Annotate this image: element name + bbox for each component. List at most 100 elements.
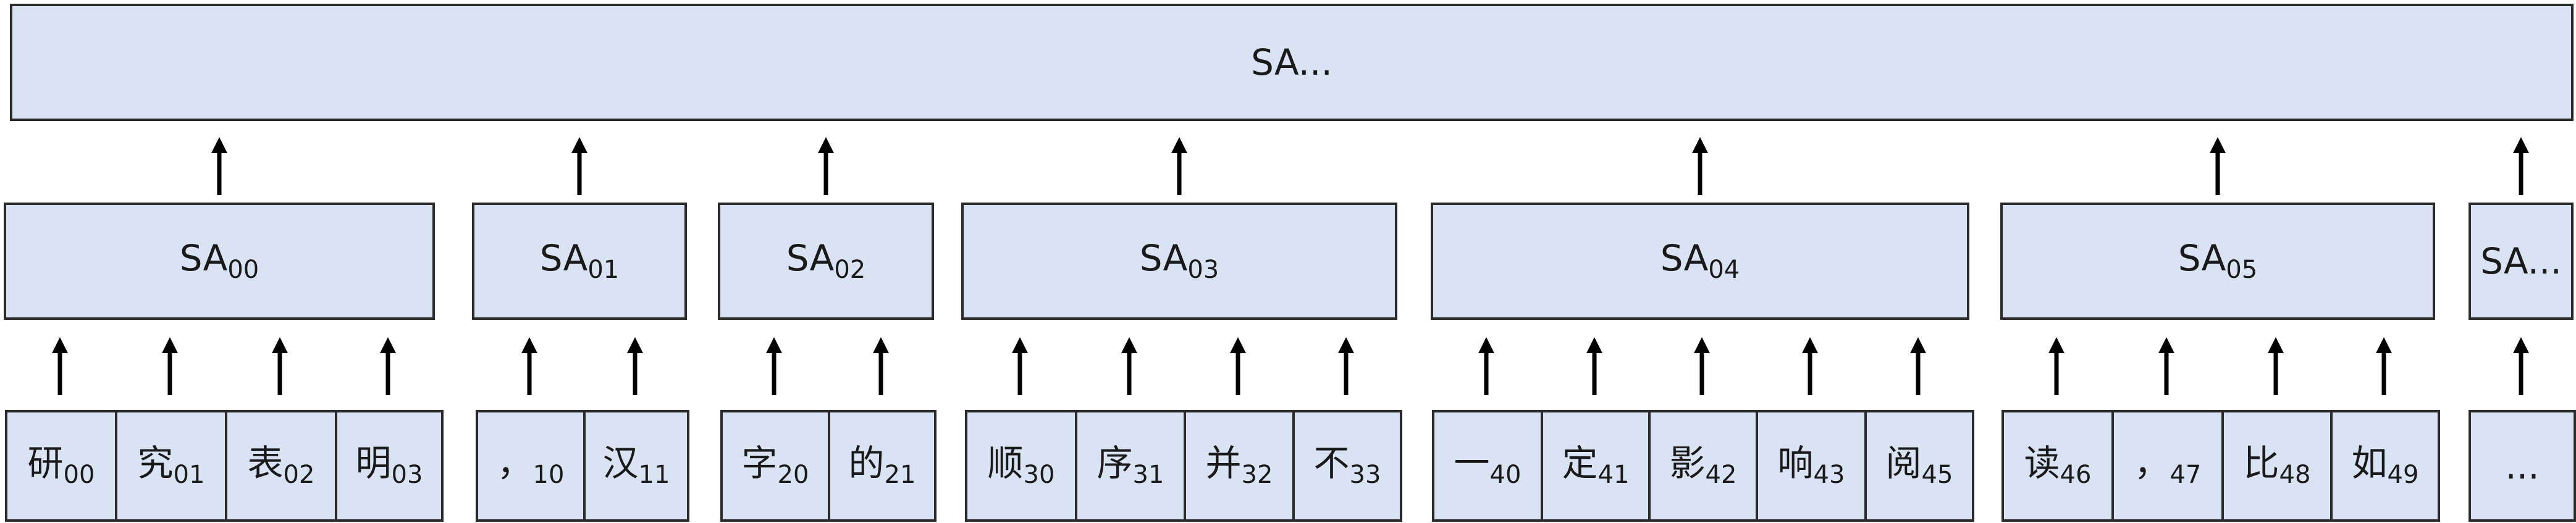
token-cell: 字20	[720, 410, 830, 522]
sa-label-subscript: 04	[1708, 256, 1740, 284]
sa-label-subscript: 00	[227, 256, 259, 284]
token-label: 影42	[1670, 445, 1737, 487]
token-index: 49	[2387, 460, 2419, 489]
sa-label-subscript: 03	[1187, 256, 1219, 284]
sa-label-subscript: 02	[834, 256, 866, 284]
top-sa-box: SA...	[10, 4, 2574, 121]
arrow-up-to-sa	[2154, 337, 2179, 395]
token-index: 31	[1132, 460, 1164, 489]
token-index: 03	[391, 460, 423, 489]
token-label: 响43	[1778, 445, 1845, 487]
sa-label: SA04	[1661, 240, 1740, 282]
token-char: 并	[1205, 441, 1242, 484]
token-char: 明	[355, 441, 392, 484]
token-cell: 并32	[1184, 410, 1295, 522]
token-cell: 不33	[1292, 410, 1402, 522]
arrow-up-to-sa	[1334, 337, 1358, 395]
token-cell: 响43	[1756, 410, 1867, 522]
token-index: 43	[1813, 460, 1845, 489]
arrow-up-to-top	[567, 137, 592, 195]
token-cell: 表02	[225, 410, 337, 522]
sa-box-05: SA05	[2000, 203, 2435, 320]
token-label: 表02	[248, 445, 315, 487]
top-sa-label: SA...	[1251, 41, 1332, 83]
sa-label-subscript: 05	[2226, 256, 2258, 284]
token-index: 47	[2170, 460, 2202, 489]
token-cell: 定41	[1541, 410, 1651, 522]
token-cell: 究01	[115, 410, 227, 522]
token-cell: 顺30	[965, 410, 1077, 522]
token-label: 定41	[1562, 445, 1630, 487]
sa-box-more: SA...	[2469, 203, 2574, 320]
sa-label: SA...	[2480, 243, 2562, 279]
arrow-up-to-top	[2509, 137, 2533, 195]
token-char: 字	[741, 441, 778, 484]
token-index: 40	[1489, 460, 1522, 489]
sa-label: SA03	[1140, 240, 1219, 282]
token-label: 并32	[1206, 445, 1273, 487]
token-cell: 读46	[2001, 410, 2114, 522]
arrow-up-to-top	[814, 137, 838, 195]
token-label: 明03	[356, 445, 423, 487]
token-char: 研	[27, 441, 64, 484]
token-label: 序31	[1097, 445, 1164, 487]
token-char: 读	[2024, 441, 2060, 484]
sa-label: SA01	[540, 240, 619, 282]
token-cell: 研00	[5, 410, 117, 522]
sa-box-02: SA02	[718, 203, 934, 320]
sa-box-04: SA04	[1431, 203, 1969, 320]
token-index: 00	[63, 460, 95, 489]
token-cell: 一40	[1432, 410, 1543, 522]
token-char: 究	[137, 441, 174, 484]
token-char: ...	[2505, 445, 2540, 487]
token-char: 顺	[987, 441, 1024, 484]
sa-label: SA05	[2178, 240, 2257, 282]
arrow-up-to-sa	[158, 337, 182, 395]
token-index: 45	[1921, 460, 1953, 489]
token-index: 41	[1597, 460, 1630, 489]
token-label: ，47	[2134, 445, 2202, 487]
token-index: 02	[283, 460, 315, 489]
sa-label-base: SA	[786, 237, 835, 279]
arrow-up-to-sa	[267, 337, 292, 395]
token-label: 不33	[1314, 445, 1381, 487]
sa-box-00: SA00	[4, 203, 435, 320]
sa-label: SA02	[786, 240, 865, 282]
sa-label-base: SA	[1660, 237, 1709, 279]
token-char: 定	[1562, 441, 1598, 484]
arrow-up-to-top	[1688, 137, 1712, 195]
arrow-up-to-top	[1167, 137, 1192, 195]
sa-box-03: SA03	[961, 203, 1397, 320]
token-char: 的	[848, 441, 885, 484]
token-cell: 影42	[1648, 410, 1758, 522]
sa-label-base: SA...	[2480, 240, 2562, 282]
token-char: 序	[1096, 441, 1133, 484]
token-label: 如49	[2352, 445, 2419, 487]
token-char: 表	[247, 441, 284, 484]
token-char: 不	[1313, 441, 1350, 484]
token-char: 一	[1454, 441, 1490, 484]
token-index: 42	[1705, 460, 1737, 489]
token-char: ，	[497, 441, 533, 484]
sa-label-base: SA	[539, 237, 588, 279]
token-cell: 的21	[828, 410, 937, 522]
token-index: 46	[2060, 460, 2092, 489]
token-index: 11	[638, 460, 670, 489]
token-char: 响	[1777, 441, 1814, 484]
sa-label-base: SA	[179, 237, 228, 279]
arrow-up-to-sa	[1008, 337, 1032, 395]
token-label: 顺30	[988, 445, 1055, 487]
token-cell: 序31	[1075, 410, 1186, 522]
arrow-up-to-sa	[1582, 337, 1607, 395]
token-index: 10	[532, 460, 565, 489]
arrow-up-to-sa	[869, 337, 893, 395]
arrow-up-to-sa	[1474, 337, 1499, 395]
arrow-up-to-sa	[623, 337, 647, 395]
token-label: 比48	[2244, 445, 2311, 487]
token-index: 01	[173, 460, 205, 489]
arrow-up-to-sa	[2263, 337, 2288, 395]
token-label: 的21	[849, 445, 916, 487]
token-index: 33	[1349, 460, 1381, 489]
token-label: 汉11	[603, 445, 670, 487]
token-char: 比	[2243, 441, 2279, 484]
